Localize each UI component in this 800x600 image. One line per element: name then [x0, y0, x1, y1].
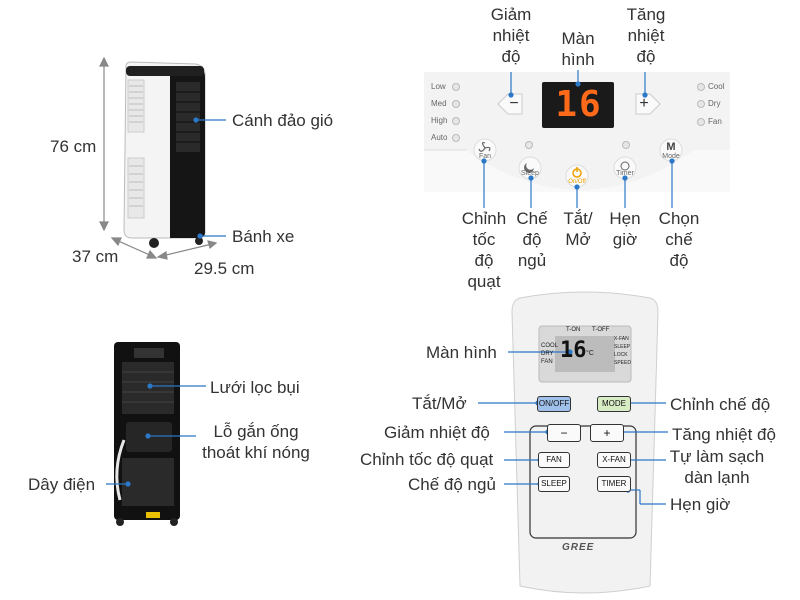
power-cord-callout: Dây điện: [28, 475, 96, 494]
remote: [511, 291, 659, 594]
speed-option-high: High: [431, 116, 448, 125]
lcd-mode-fan: FAN: [541, 359, 553, 365]
temp-up-callout-line: độ: [636, 47, 656, 66]
power-callout-line: Mở: [565, 230, 591, 249]
power-callout: Tắt/ Mở: [556, 208, 600, 250]
remote-display-callout: Màn hình: [426, 343, 497, 362]
sleep-callout-line: ngủ: [517, 251, 547, 270]
remote-sleep-button[interactable]: SLEEP: [538, 476, 570, 492]
speed-option-med: Med: [431, 99, 447, 108]
display-callout: Màn hình: [548, 28, 608, 70]
back-unit: [114, 342, 180, 526]
lcd-item-xfan: X-FAN: [614, 336, 629, 342]
height-dimension-label: 76 cm: [50, 137, 97, 156]
exhaust-callout-line2: thoát khí nóng: [202, 443, 310, 462]
mode-option-cool: Cool: [708, 82, 725, 91]
fan-speed-callout-line: độ: [474, 251, 494, 270]
speed-option-auto: Auto: [431, 133, 448, 142]
remote-sleep-callout: Chế độ ngủ: [408, 475, 496, 494]
remote-fan-speed-callout: Chỉnh tốc độ quạt: [360, 450, 494, 469]
remote-xfan-button[interactable]: X-FAN: [597, 452, 631, 468]
speed-option-low: Low: [431, 82, 446, 91]
remote-temp-down-callout: Giảm nhiệt độ: [384, 423, 490, 442]
panel-sleep-button[interactable]: Sleep: [521, 170, 539, 177]
remote-xfan-callout-line: dàn lạnh: [684, 468, 750, 487]
lcd-temp-unit: °C: [586, 350, 594, 357]
remote-onoff-callout: Tắt/Mở: [412, 394, 467, 413]
temp-down-callout-line: độ: [501, 47, 521, 66]
sleep-callout-line: độ: [522, 230, 542, 249]
display-callout-line: Màn: [561, 29, 595, 48]
remote-xfan-callout-line: Tự làm sạch: [669, 447, 765, 466]
mode-callout-line: độ: [669, 251, 689, 270]
remote-timer-button[interactable]: TIMER: [597, 476, 631, 492]
power-callout-line: Tắt/: [563, 209, 593, 228]
timer-callout-line: Hẹn: [609, 209, 641, 228]
lcd-mode-dry: DRY: [541, 351, 554, 357]
temp-down-callout-line: Giảm: [490, 5, 532, 24]
depth-dimension-label: 37 cm: [72, 247, 119, 266]
remote-fan-button[interactable]: FAN: [538, 452, 570, 468]
lcd-temperature: 16: [560, 338, 587, 363]
remote-mode-callout: Chỉnh chế độ: [670, 395, 771, 414]
timer-callout: Hẹn giờ: [603, 208, 647, 250]
mode-option-dry: Dry: [708, 99, 721, 108]
remote-mode-button[interactable]: MODE: [597, 396, 631, 412]
louver-callout: Cánh đảo gió: [232, 111, 334, 130]
panel-power-button[interactable]: On/Off: [568, 179, 586, 185]
filter-callout: Lưới lọc bụi: [210, 378, 300, 397]
fan-speed-callout-line: Chỉnh: [461, 209, 507, 228]
mode-option-fan: Fan: [708, 117, 722, 126]
panel-timer-button[interactable]: Timer: [616, 170, 634, 177]
panel-plus-button[interactable]: +: [639, 95, 649, 112]
remote-plus-button[interactable]: +: [590, 424, 624, 442]
temp-up-callout: Tăng nhiệt độ: [616, 4, 676, 67]
mode-callout-line: Chọn: [658, 209, 700, 228]
remote-brand-logo: GREE: [562, 542, 595, 553]
timer-callout-line: giờ: [612, 230, 638, 249]
lcd-timer-on: T-ON: [566, 327, 581, 333]
lcd-item-speed: SPEED: [614, 360, 631, 366]
temp-up-callout-line: nhiệt: [627, 26, 665, 45]
exhaust-callout: Lỗ gắn ống thoát khí nóng: [198, 421, 314, 463]
lcd-timer-off: T-OFF: [592, 327, 610, 333]
exhaust-callout-line1: Lỗ gắn ống: [213, 422, 299, 441]
remote-timer-callout: Hẹn giờ: [670, 495, 731, 514]
control-panel: [423, 72, 730, 192]
panel-display-value: 16: [555, 84, 603, 125]
mode-callout-line: chế: [665, 230, 693, 249]
sleep-callout: Chế độ ngủ: [507, 208, 557, 271]
width-dimension-label: 29.5 cm: [194, 259, 255, 278]
sleep-callout-line: Chế: [516, 209, 548, 228]
remote-minus-button[interactable]: −: [547, 424, 581, 442]
wheels-callout: Bánh xe: [232, 227, 295, 246]
front-unit: [123, 61, 206, 248]
remote-temp-up-callout: Tăng nhiệt độ: [672, 425, 776, 444]
panel-fan-button[interactable]: Fan: [478, 153, 492, 160]
remote-onoff-button[interactable]: ON/OFF: [537, 396, 571, 412]
display-callout-line: hình: [561, 50, 595, 69]
temp-up-callout-line: Tăng: [626, 5, 666, 24]
lcd-item-lock: LOCK: [614, 352, 628, 358]
fan-speed-callout-line: quạt: [467, 272, 501, 291]
mode-callout: Chọn chế độ: [651, 208, 707, 271]
temp-down-callout-line: nhiệt: [492, 26, 530, 45]
lcd-mode-cool: COOL: [541, 343, 559, 349]
temp-down-callout: Giảm nhiệt độ: [481, 4, 541, 67]
fan-speed-callout: Chỉnh tốc độ quạt: [452, 208, 516, 292]
remote-xfan-callout: Tự làm sạch dàn lạnh: [664, 446, 770, 488]
fan-speed-callout-line: tốc: [472, 230, 496, 249]
panel-mode-button[interactable]: Mode: [662, 153, 680, 160]
lcd-item-sleep: SLEEP: [614, 344, 631, 350]
panel-mode-letter: M: [666, 141, 676, 153]
panel-minus-button[interactable]: −: [509, 95, 519, 112]
